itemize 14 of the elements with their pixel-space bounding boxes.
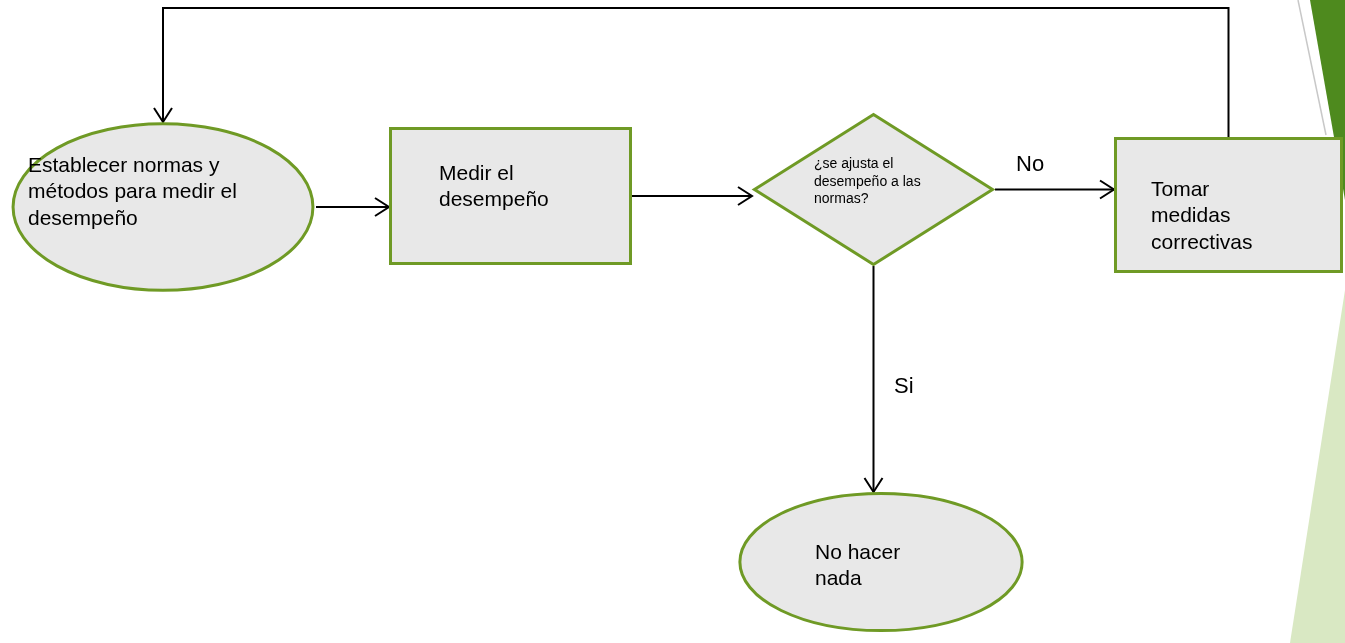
arrow: [315, 197, 390, 217]
node-text: No hacer nada: [815, 539, 902, 592]
process-box: [389, 127, 632, 265]
arrow: [994, 179, 1115, 200]
node-text: Medir el desempeño: [439, 160, 550, 213]
arrow: [631, 186, 753, 206]
node-text: Tomar medidas correctivas: [1151, 176, 1254, 255]
end-ellipse: [737, 492, 1025, 632]
process-box: [1114, 137, 1343, 273]
node-text: ¿se ajusta el desempeño a las normas?: [814, 155, 922, 208]
start-ellipse: [10, 122, 316, 292]
arrow: [153, 7, 1230, 138]
decision-diamond: [752, 113, 995, 266]
arrow: [863, 265, 884, 493]
